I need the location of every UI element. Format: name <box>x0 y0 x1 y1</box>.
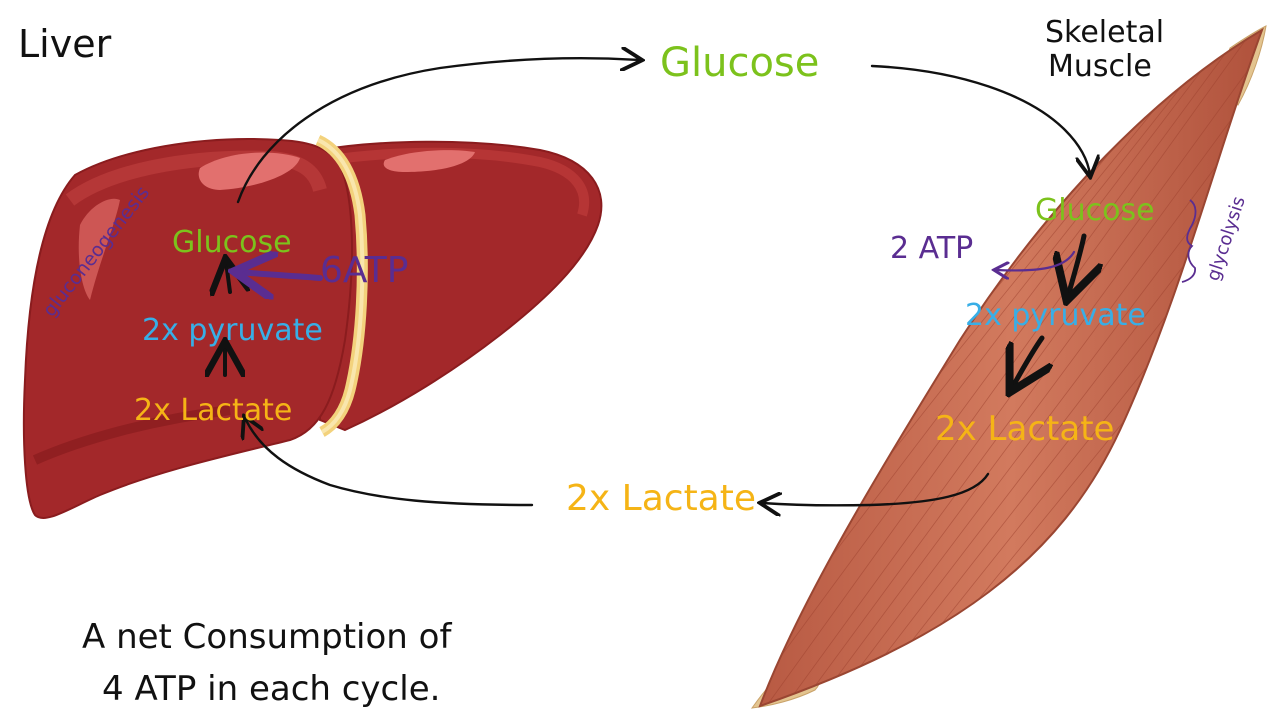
blood-lactate-label: 2x Lactate <box>566 478 756 519</box>
liver-6atp-label: 6ATP <box>320 250 408 291</box>
arrow-glucose-to-pyruvate-muscle <box>1068 233 1084 296</box>
net-consumption-line1: A net Consumption of <box>82 617 452 657</box>
muscle-title-line1: Skeletal <box>1045 15 1164 50</box>
arrow-muscle-lactate-to-blood <box>762 472 990 505</box>
muscle-pathway-arrows <box>1012 233 1084 388</box>
muscle-pyruvate-label: 2x pyruvate <box>965 298 1146 333</box>
liver-lactate-label: 2x Lactate <box>134 393 292 428</box>
glycolysis-bracket <box>1181 199 1197 283</box>
net-consumption-line2: 4 ATP in each cycle. <box>102 669 440 709</box>
arrow-6atp-input <box>240 272 323 278</box>
arrow-pyruvate-to-lactate-muscle <box>1012 335 1042 388</box>
cycle-arrows <box>236 58 1090 507</box>
skeletal-muscle-illustration <box>750 25 1267 709</box>
glycolysis-label: glycolysis <box>1203 194 1250 284</box>
liver-glucose-label: Glucose <box>172 225 292 260</box>
blood-glucose-label: Glucose <box>660 40 819 86</box>
liver-title: Liver <box>18 22 112 66</box>
muscle-title-line2: Muscle <box>1048 49 1152 84</box>
liver-illustration <box>22 134 603 519</box>
arrow-liver-glucose-to-blood <box>236 58 640 204</box>
arrow-blood-glucose-to-muscle <box>870 64 1090 175</box>
arrow-2atp-output <box>996 250 1076 270</box>
muscle-2atp-label: 2 ATP <box>890 231 973 266</box>
liver-pyruvate-label: 2x pyruvate <box>142 313 323 348</box>
arrow-blood-lactate-to-liver <box>245 418 534 507</box>
muscle-glucose-label: Glucose <box>1035 193 1155 228</box>
muscle-lactate-label: 2x Lactate <box>935 409 1114 449</box>
